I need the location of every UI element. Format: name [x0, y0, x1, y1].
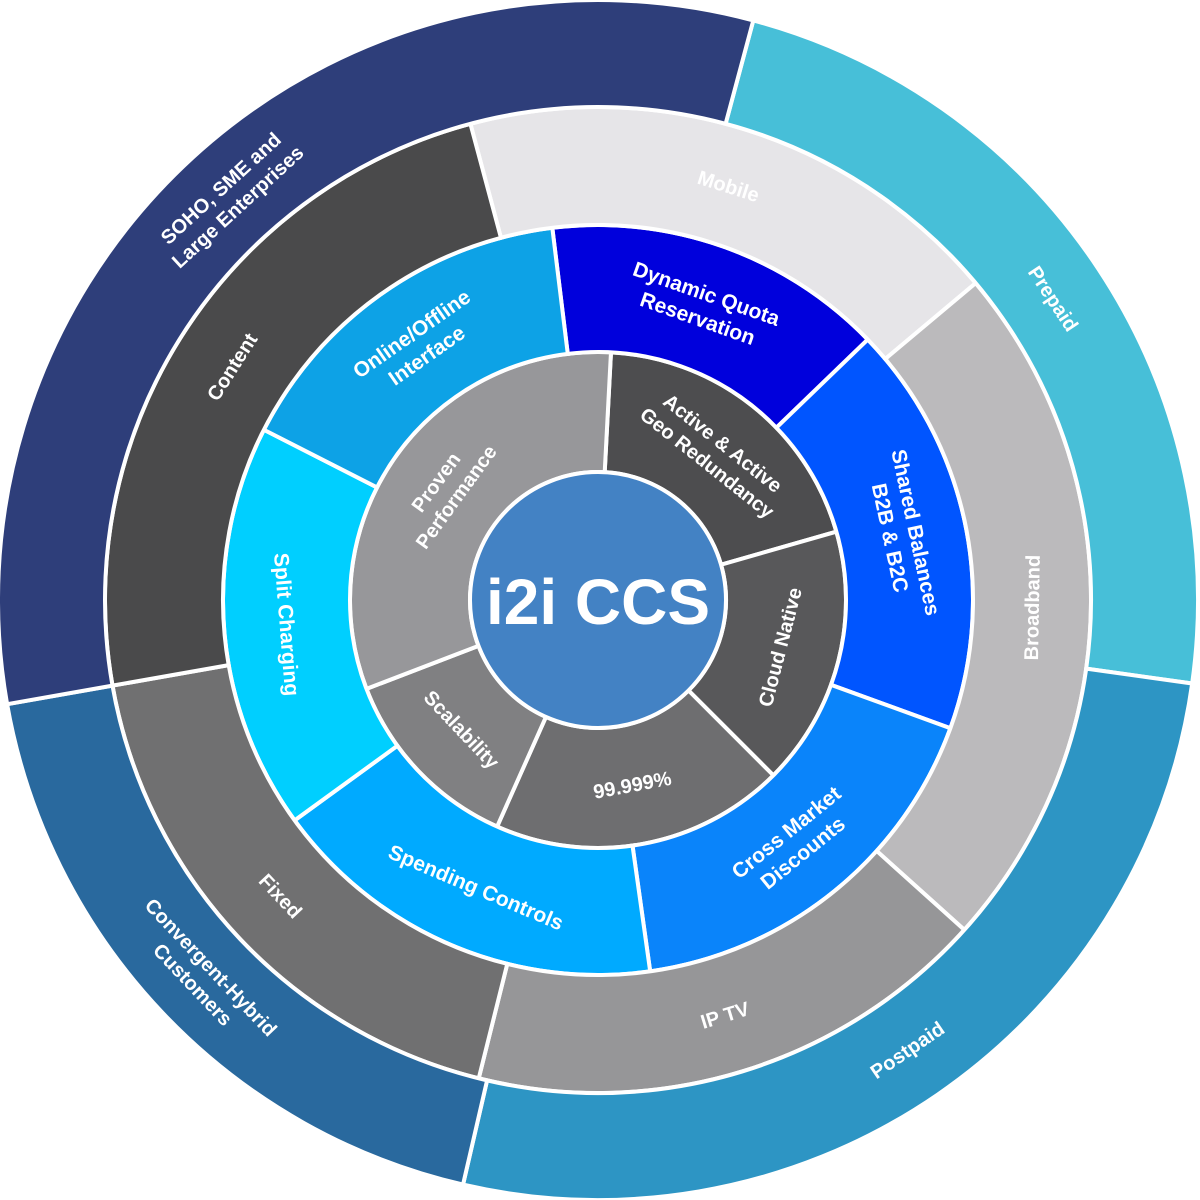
segment-soho-sme-and-large-enterprises: [0, 0, 756, 707]
center-disc: [468, 470, 728, 730]
label-broadband: Broadband: [1021, 555, 1045, 661]
label-line: Broadband: [1021, 555, 1045, 661]
center-title: i2i CCS: [486, 566, 710, 638]
